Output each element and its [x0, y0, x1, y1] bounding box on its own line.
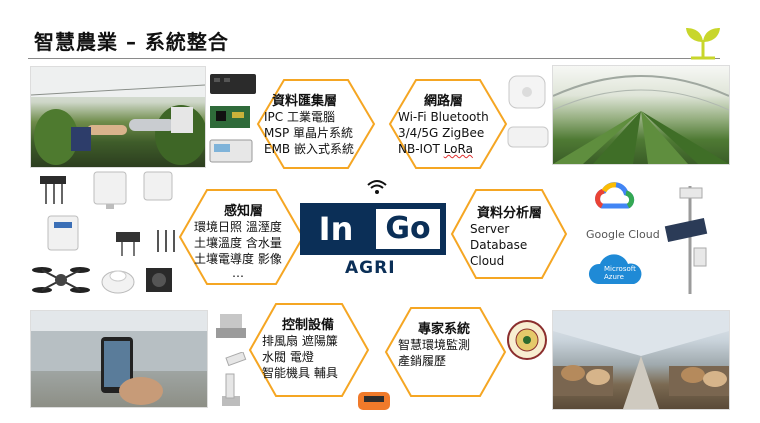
wifi-icon: [367, 180, 387, 194]
hex-analysis-line-2: Database: [470, 238, 528, 252]
hex-network-line-3: NB-IOT LoRa: [398, 141, 473, 157]
drone-device: [32, 267, 90, 293]
hex-network-line-3-text: NB-IOT: [398, 142, 444, 156]
hex-sensing-more: …: [232, 266, 244, 280]
greenhouse-robot-hand-photo: [30, 66, 206, 168]
hex-sensing-line-3: 土壤電導度 影像: [194, 252, 282, 266]
hex-analysis-title: 資料分析層: [477, 206, 543, 221]
hex-control-line-1: 排風扇 遮陽簾: [262, 334, 338, 348]
hex-collection-shape: [256, 79, 376, 169]
weather-station-device: [664, 186, 708, 294]
environment-sensor-box: [93, 171, 127, 209]
soil-probe-sensor: [40, 176, 66, 204]
hex-network-line-2: 3/4/5G ZigBee: [398, 126, 485, 140]
logo-go-text: Go: [376, 209, 440, 249]
azure-cloud-icon: [588, 254, 642, 284]
industrial-pc-device: [210, 74, 256, 94]
hex-control-shape: [248, 303, 370, 397]
solenoid-valve-device: [216, 314, 246, 338]
google-cloud-icon: [595, 182, 635, 209]
probe-sensor-small: [157, 230, 175, 252]
wireless-access-point-device: [508, 75, 546, 109]
logo-in-text: In: [318, 210, 354, 248]
hex-expert-line-1: 智慧環境監測: [398, 338, 471, 352]
gateway-device: [507, 126, 549, 148]
page-title: 智慧農業 – 系統整合: [34, 30, 229, 54]
hex-analysis-shape: [450, 189, 568, 279]
azure-label: Microsoft Azure: [604, 265, 636, 281]
hex-sensing-line-2: 土壤溫度 含水量: [194, 236, 282, 250]
logo-agri-text: AGRI: [345, 258, 396, 278]
temperature-sensor-box: [143, 171, 173, 201]
azure-label-line2: Azure: [604, 273, 624, 281]
sprout-icon: [686, 28, 720, 60]
hex-sensing-title: 感知層: [224, 204, 264, 219]
certification-seal: [507, 320, 547, 360]
hex-collection-title: 資料匯集層: [272, 94, 338, 109]
ingo-logo: In Go: [300, 203, 446, 255]
circuit-board-device: [210, 106, 250, 128]
hex-collection-line-3: EMB 嵌入式系統: [264, 142, 354, 156]
humidity-sensor-box: [47, 215, 79, 251]
hex-network-shape: [388, 79, 508, 169]
hex-network-title: 網路層: [424, 94, 464, 109]
hex-network-line-1: Wi-Fi Bluetooth: [398, 110, 489, 124]
greenhouse-rows-photo: [552, 65, 730, 165]
embedded-controller-device: [209, 139, 253, 163]
hex-sensing-line-1: 環境日照 溫溼度: [194, 220, 282, 234]
hex-control-line-2: 水閥 電燈: [262, 350, 314, 364]
google-cloud-label: Google Cloud: [586, 228, 660, 241]
camera-module: [146, 268, 172, 292]
hex-analysis-line-1: Server: [470, 222, 510, 236]
hex-collection-line-2: MSP 單晶片系統: [264, 126, 354, 140]
title-divider: [28, 58, 720, 59]
hex-control-title: 控制設備: [282, 318, 335, 333]
conductivity-probe: [116, 232, 140, 256]
robotic-arm-device: [222, 352, 247, 406]
azure-label-line1: Microsoft: [604, 265, 636, 273]
cattle-barn-photo: [552, 310, 730, 410]
hex-analysis-line-3: Cloud: [470, 254, 505, 268]
agv-robot-device: [358, 392, 390, 410]
hex-collection-line-1: IPC 工業電腦: [264, 110, 335, 124]
hex-expert-title: 專家系統: [418, 322, 471, 337]
light-sensor-dome: [101, 270, 135, 294]
hex-expert-shape: [384, 307, 507, 397]
fishpond-smartphone-photo: [30, 310, 208, 408]
lora-text: LoRa: [443, 142, 473, 156]
hex-control-line-3: 智能機具 輔具: [262, 366, 338, 380]
hex-expert-line-2: 產銷履歷: [398, 354, 447, 368]
